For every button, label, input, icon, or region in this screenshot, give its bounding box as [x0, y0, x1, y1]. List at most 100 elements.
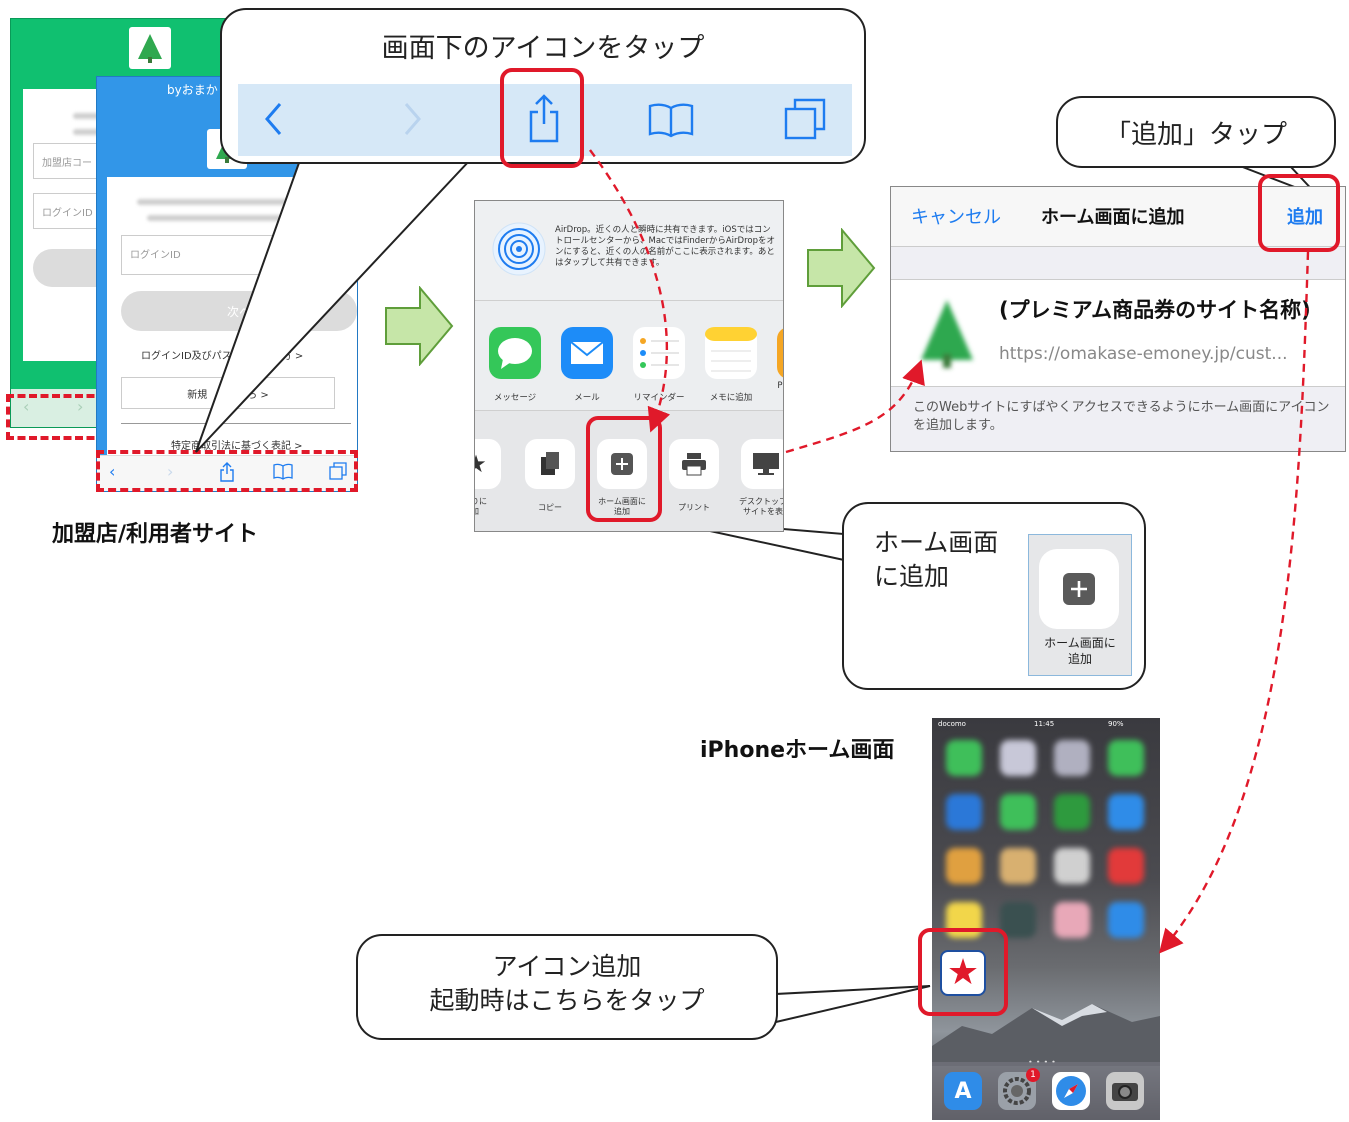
app-icon[interactable]	[946, 794, 982, 830]
site-caption: 加盟店/利用者サイト	[52, 522, 259, 547]
reminders-app-icon[interactable]	[633, 327, 685, 379]
by-text: byおまか	[167, 83, 218, 97]
back-chevron-icon[interactable]: ‹	[109, 462, 116, 481]
desktop-site-action[interactable]	[741, 439, 783, 489]
notes-app-icon[interactable]	[705, 327, 757, 379]
dialog-header: キャンセル ホーム画面に追加 追加	[891, 187, 1345, 247]
back-chevron-icon[interactable]: ‹	[23, 397, 30, 416]
forward-chevron-icon[interactable]: ›	[167, 462, 174, 481]
app-store-icon[interactable]: A	[944, 1072, 982, 1110]
tabs-icon[interactable]	[784, 98, 826, 140]
callout-home: ホーム画面 に追加 ホーム画面に 追加	[842, 502, 1146, 690]
app-icon[interactable]	[1054, 848, 1090, 884]
monitor-icon	[753, 453, 779, 475]
callout-launch-text: アイコン追加 起動時はこちらをタップ	[358, 950, 776, 1018]
mail-label: メール	[574, 393, 600, 403]
mail-app-icon[interactable]	[561, 327, 613, 379]
merchant-code-placeholder: 加盟店コー	[42, 158, 92, 169]
favorites-action[interactable]: ★	[475, 439, 501, 489]
forward-chevron-icon[interactable]	[402, 102, 422, 136]
camera-icon[interactable]	[1106, 1072, 1144, 1110]
share-icon[interactable]	[219, 462, 235, 486]
notification-badge: 1	[1026, 1068, 1040, 1082]
app-icon[interactable]	[1108, 902, 1144, 938]
copy-action[interactable]	[525, 439, 575, 489]
app-icon[interactable]	[946, 740, 982, 776]
clock-label: 11:45	[1034, 720, 1055, 728]
toolbar-zoom	[238, 84, 852, 156]
site-name[interactable]: (プレミアム商品券のサイト名称)	[999, 298, 1311, 322]
callout-add-title: 「追加」タップ	[1104, 120, 1287, 150]
bookmarks-icon[interactable]	[648, 102, 694, 138]
app-icon[interactable]	[1000, 848, 1036, 884]
airdrop-description: AirDrop。近くの人と瞬時に共有できます。iOSではコントロールセンターから…	[555, 225, 775, 268]
share-icon-highlight	[500, 68, 584, 168]
forward-chevron-icon[interactable]: ›	[77, 397, 84, 416]
back-chevron-icon[interactable]	[264, 102, 284, 136]
desktop-site-action-label: デスクトップ サイトを表	[739, 497, 784, 516]
app-icon[interactable]	[1000, 902, 1036, 938]
share-icon[interactable]	[528, 94, 560, 144]
arrow-right-icon	[807, 228, 876, 308]
app-icon[interactable]	[1054, 794, 1090, 830]
app-icon[interactable]	[1000, 794, 1036, 830]
add-to-home-button-zoom[interactable]	[1039, 549, 1119, 629]
notes-label: メモに追加	[709, 393, 753, 403]
site-url: https://omakase-emoney.jp/cust...	[999, 344, 1288, 364]
messages-label: メッセージ	[493, 393, 537, 403]
airdrop-icon[interactable]	[491, 221, 547, 277]
plus-square-icon	[611, 453, 633, 475]
settings-icon[interactable]: 1	[998, 1068, 1040, 1110]
callout-toolbar-title: 画面下のアイコンをタップ	[381, 33, 705, 64]
callout-home-title: ホーム画面 に追加	[874, 526, 998, 594]
app-icon[interactable]	[946, 902, 982, 938]
airdrop-section: AirDrop。近くの人と瞬時に共有できます。iOSではコントロールセンターから…	[475, 201, 783, 301]
more-app-icon[interactable]	[777, 327, 783, 379]
messages-app-icon[interactable]	[489, 327, 541, 379]
home-caption: iPhoneホーム画面	[700, 738, 895, 763]
add-to-home-action-label: ホーム画面に 追加	[598, 497, 646, 516]
callout-launch-line2: 起動時はこちらをタップ	[429, 986, 705, 1015]
cancel-button[interactable]: キャンセル	[911, 207, 1001, 228]
callout-home-title-line1: ホーム画面	[874, 528, 999, 557]
callout-home-title-line2: に追加	[874, 562, 950, 591]
tabs-icon[interactable]	[329, 462, 347, 484]
app-icon[interactable]	[1108, 740, 1144, 776]
star-icon: ★	[475, 450, 487, 478]
added-shortcut-icon[interactable]: ★	[940, 950, 986, 996]
dialog-title: ホーム画面に追加	[1041, 207, 1185, 228]
arrow-right-icon	[385, 286, 454, 366]
app-row: メッセージ メール リマインダー メモに追加 P	[475, 301, 783, 411]
callout-launch: アイコン追加 起動時はこちらをタップ	[356, 934, 778, 1040]
app-icon[interactable]	[1108, 848, 1144, 884]
plus-square-icon	[1063, 573, 1095, 605]
bookmarks-icon[interactable]	[273, 462, 293, 484]
wallpaper-mountains	[932, 1004, 1160, 1066]
add-to-home-action[interactable]	[597, 439, 647, 489]
carrier-label: docomo	[938, 720, 966, 728]
app-icon[interactable]	[946, 848, 982, 884]
app-icon[interactable]	[1000, 740, 1036, 776]
add-button[interactable]: 追加	[1287, 207, 1323, 228]
app-icon[interactable]	[1108, 794, 1144, 830]
dock: A 1	[932, 1062, 1160, 1120]
callout-add: 「追加」タップ	[1056, 96, 1336, 168]
dialog-body: (プレミアム商品券のサイト名称) https://omakase-emoney.…	[891, 279, 1345, 387]
copy-action-label: コピー	[538, 503, 562, 512]
login-id-placeholder: ログインID	[42, 208, 93, 219]
dialog-description: このWebサイトにすばやくアクセスできるようにホーム画面にアイコンを追加します。	[913, 400, 1330, 433]
app-icon[interactable]	[1054, 740, 1090, 776]
favorites-action-label: 入りに 加	[475, 497, 487, 516]
commerce-law-link[interactable]: 特定商取引法に基づく表記 >	[171, 441, 303, 452]
print-action-label: プリント	[678, 503, 710, 512]
add-to-home-zoom-label-line2: 追加	[1067, 652, 1092, 666]
add-to-home-zoom-label-line1: ホーム画面に	[1044, 636, 1116, 650]
add-button-highlight	[1258, 174, 1340, 252]
forgot-credentials-link[interactable]: ログインID及びパス た方 >	[141, 351, 304, 362]
add-to-home-zoom: ホーム画面に 追加	[1028, 534, 1132, 676]
print-action[interactable]	[669, 439, 719, 489]
app-icon[interactable]	[1054, 902, 1090, 938]
safari-icon[interactable]	[1052, 1072, 1090, 1110]
tree-logo-icon	[129, 27, 171, 69]
battery-label: 90%	[1108, 720, 1124, 728]
